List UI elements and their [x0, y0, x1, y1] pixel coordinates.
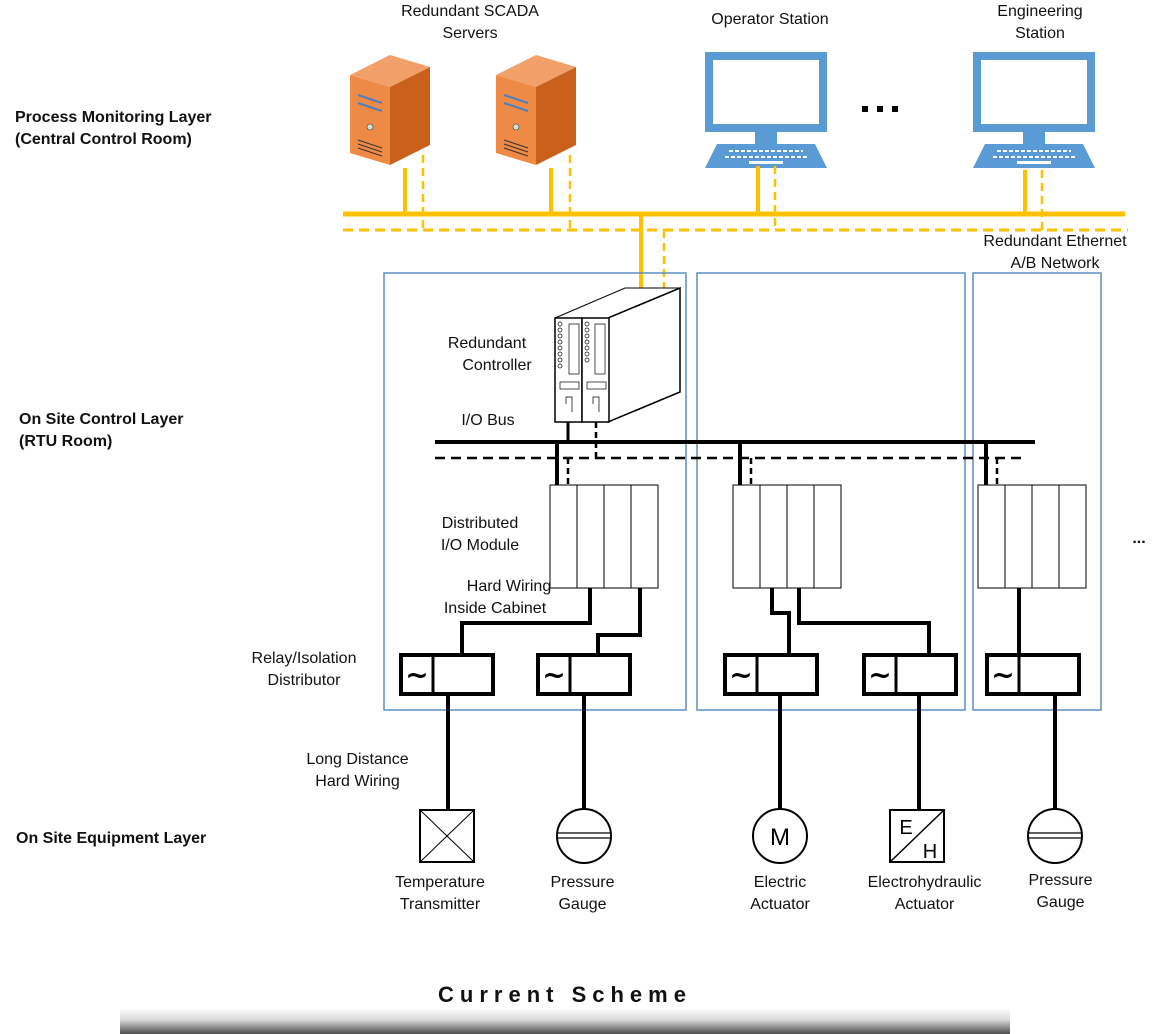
footer-gradient-bar	[120, 1008, 1010, 1034]
more-cabinets-ellipsis: ...	[1132, 530, 1146, 547]
network-label: Redundant Ethernet A/B Network	[960, 231, 1150, 275]
tilde-icon: ~	[991, 658, 1014, 691]
scada-server-2	[496, 55, 576, 165]
equipment-label-pressure-gauge-1: Pressure Gauge	[530, 872, 635, 916]
relays: ~ ~ ~ ~ ~	[399, 653, 1081, 696]
inside-cabinet-wiring	[460, 588, 1021, 655]
motor-letter: M	[770, 824, 790, 851]
layer-subtitle: (RTU Room)	[19, 433, 113, 450]
long-distance-wiring	[446, 694, 1057, 810]
pressure-gauge-symbol-2	[1027, 808, 1083, 864]
cabinet-1	[383, 272, 687, 711]
io-bus	[435, 422, 1035, 485]
label-line: Distributor	[267, 672, 341, 689]
relay-isolation-distributor: ~	[536, 653, 632, 696]
label-line: Actuator	[750, 896, 810, 913]
label-line: Electric	[753, 874, 807, 891]
engineering-station-label: Engineering Station	[960, 1, 1120, 45]
label-line: Hard Wiring	[315, 773, 400, 790]
label-line: Station	[1015, 25, 1065, 42]
relay-isolation-distributor: ~	[862, 653, 958, 696]
footer-title: Current Scheme	[438, 982, 692, 1007]
relay-isolation-distributor: ~	[723, 653, 819, 696]
label-line: Temperature	[395, 874, 485, 891]
label-line: Inside Cabinet	[443, 600, 547, 617]
controller-label: Redundant Controller	[432, 333, 542, 377]
relay-box	[536, 653, 632, 696]
label-line: Redundant Ethernet	[983, 233, 1127, 250]
redundant-controller-icon	[554, 286, 681, 424]
layer-label-control: On Site Control Layer (RTU Room)	[19, 409, 183, 453]
electric-actuator-symbol: M	[752, 808, 808, 864]
label-line: Actuator	[894, 896, 955, 913]
io-module-3	[977, 484, 1087, 589]
relay-box	[399, 653, 495, 696]
layer-label-equipment: On Site Equipment Layer	[16, 830, 207, 847]
label-line: Gauge	[1036, 894, 1085, 911]
cabinet-2	[696, 272, 966, 711]
temperature-transmitter-symbol	[419, 809, 475, 863]
label-line: Pressure	[1028, 872, 1093, 889]
label-line: Servers	[442, 25, 498, 42]
label-line: I/O Module	[440, 537, 520, 554]
label-line: Distributed	[441, 515, 519, 532]
layer-title: Process Monitoring Layer	[15, 109, 212, 126]
label-line: A/B Network	[1010, 255, 1100, 272]
label-line: Controller	[462, 357, 532, 374]
label-line: Hard Wiring	[466, 578, 552, 595]
relay-box	[985, 653, 1081, 696]
label-line: Redundant	[447, 335, 527, 352]
relay-isolation-distributor: ~	[985, 653, 1081, 696]
relay-label: Relay/Isolation Distributor	[234, 648, 374, 692]
layer-subtitle: (Central Control Room)	[15, 131, 192, 148]
label-line: Redundant SCADA	[401, 3, 539, 20]
engineering-station-icon	[973, 52, 1095, 168]
cabinet-3	[972, 272, 1102, 711]
ellipsis-dots-icon	[862, 106, 898, 112]
layer-label-monitoring: Process Monitoring Layer (Central Contro…	[15, 107, 212, 151]
label-line: Pressure	[550, 874, 615, 891]
io-module-2	[732, 484, 842, 589]
operator-station-icon	[705, 52, 827, 168]
layer-title: On Site Control Layer	[19, 411, 184, 428]
operator-station-label: Operator Station	[711, 11, 829, 28]
electrohydraulic-actuator-symbol: E H	[889, 809, 945, 863]
long-wiring-label: Long Distance Hard Wiring	[290, 749, 425, 793]
ethernet-network	[343, 155, 1128, 290]
tilde-icon: ~	[405, 658, 428, 691]
equipment-label-pressure-gauge-2: Pressure Gauge	[1008, 870, 1113, 914]
io-module-1	[549, 484, 659, 589]
equipment-label-electrohydraulic-actuator: Electrohydraulic Actuator	[852, 872, 997, 916]
label-line: Gauge	[558, 896, 607, 913]
label-line: Transmitter	[399, 896, 481, 913]
tilde-icon: ~	[729, 658, 752, 691]
scada-server-1	[350, 55, 430, 165]
inside-wiring-label: Hard Wiring Inside Cabinet	[430, 576, 560, 620]
relay-box	[862, 653, 958, 696]
servers-label: Redundant SCADA Servers	[380, 1, 560, 45]
eh-letter-e: E	[899, 817, 912, 839]
equipment-label-electric-actuator: Electric Actuator	[730, 872, 830, 916]
relay-box	[723, 653, 819, 696]
equipment-label-temperature-transmitter: Temperature Transmitter	[375, 872, 505, 916]
tilde-icon: ~	[542, 658, 565, 691]
label-line: Long Distance	[306, 751, 409, 768]
tilde-icon: ~	[868, 658, 891, 691]
io-bus-label: I/O Bus	[461, 412, 515, 429]
pressure-gauge-symbol-1	[556, 808, 612, 864]
label-line: Engineering	[997, 3, 1083, 20]
io-module-label: Distributed I/O Module	[425, 513, 535, 557]
label-line: Relay/Isolation	[251, 650, 357, 667]
label-line: Electrohydraulic	[867, 874, 982, 891]
eh-letter-h: H	[923, 841, 937, 863]
relay-isolation-distributor: ~	[399, 653, 495, 696]
